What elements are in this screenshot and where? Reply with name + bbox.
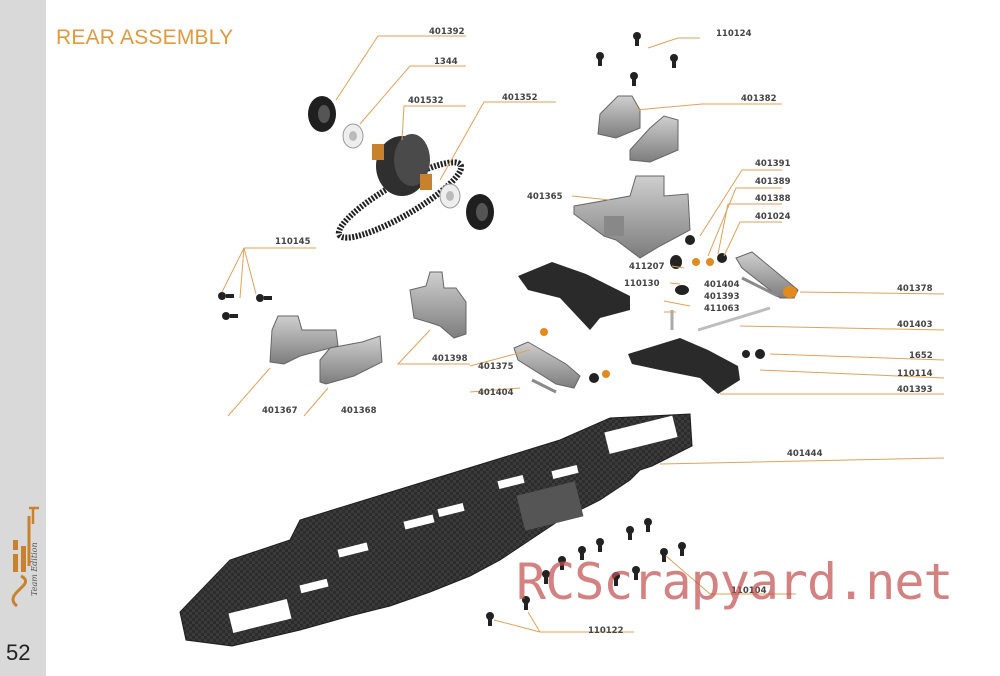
page-title: REAR ASSEMBLY — [56, 26, 234, 49]
label-110130: 110130 — [624, 279, 660, 289]
pin-401403 — [697, 306, 771, 332]
label-401444: 401444 — [787, 449, 823, 459]
pin-401404-left — [531, 378, 557, 394]
label-401352: 401352 — [502, 93, 538, 103]
label-401368: 401368 — [341, 406, 377, 416]
label-401398: 401398 — [432, 354, 468, 364]
bulkhead-401368 — [319, 335, 383, 385]
label-411063: 411063 — [704, 304, 740, 314]
bearing-1344-left — [342, 123, 364, 149]
bearing-1344-right — [439, 183, 461, 209]
suspension-arm-upper — [518, 262, 630, 330]
label-401024: 401024 — [755, 212, 791, 222]
label-110122: 110122 — [588, 626, 624, 636]
label-401367: 401367 — [262, 406, 298, 416]
small-parts — [540, 235, 765, 383]
bulkhead-401382-a — [597, 95, 641, 139]
label-401393-upper: 401393 — [704, 292, 740, 302]
label-110104: 110104 — [731, 586, 767, 596]
belt-401352 — [335, 159, 465, 241]
label-110145: 110145 — [275, 237, 311, 247]
bearing-holder-401392-left — [308, 96, 336, 132]
label-401392: 401392 — [429, 27, 465, 37]
label-401382: 401382 — [741, 94, 777, 104]
bulkhead-401365 — [573, 175, 691, 259]
pin-401404-right — [741, 276, 779, 298]
label-110114: 110114 — [897, 369, 933, 379]
screws — [218, 32, 686, 626]
label-401388: 401388 — [755, 194, 791, 204]
label-401404-lower: 401404 — [478, 388, 514, 398]
label-401378: 401378 — [897, 284, 933, 294]
chassis-plate-401444 — [179, 413, 693, 647]
camber-link-401378 — [735, 251, 799, 299]
label-110124: 110124 — [716, 29, 752, 39]
leader-lines — [221, 35, 945, 633]
label-401393-lower: 401393 — [897, 385, 933, 395]
suspension-arm-lower — [628, 338, 740, 394]
bulkhead-401367 — [269, 315, 339, 365]
svg-text:Team Edition: Team Edition — [30, 542, 39, 596]
label-1652: 1652 — [909, 351, 933, 361]
label-401391: 401391 — [755, 159, 791, 169]
page-number: 52 — [6, 640, 31, 665]
bulkhead-401382-b — [629, 115, 679, 163]
label-401365: 401365 — [527, 192, 563, 202]
label-401532: 401532 — [408, 96, 444, 106]
bearing-holder-401392-right — [466, 194, 494, 230]
label-401389: 401389 — [755, 177, 791, 187]
label-401403: 401403 — [897, 320, 933, 330]
camber-link-401375 — [513, 341, 581, 389]
watermark-text: RCScrapyard.net — [516, 553, 954, 611]
part-number-labels: 401392 1344 401532 401352 110124 401382 … — [262, 27, 933, 636]
label-401404-upper: 401404 — [704, 280, 740, 290]
label-1344: 1344 — [434, 57, 458, 67]
diff-assembly-401532 — [372, 134, 432, 196]
label-411207: 411207 — [629, 262, 665, 272]
team-edition-logo: Team Edition — [11, 506, 39, 608]
label-401375: 401375 — [478, 362, 514, 372]
suspension-block-401398 — [409, 271, 467, 339]
